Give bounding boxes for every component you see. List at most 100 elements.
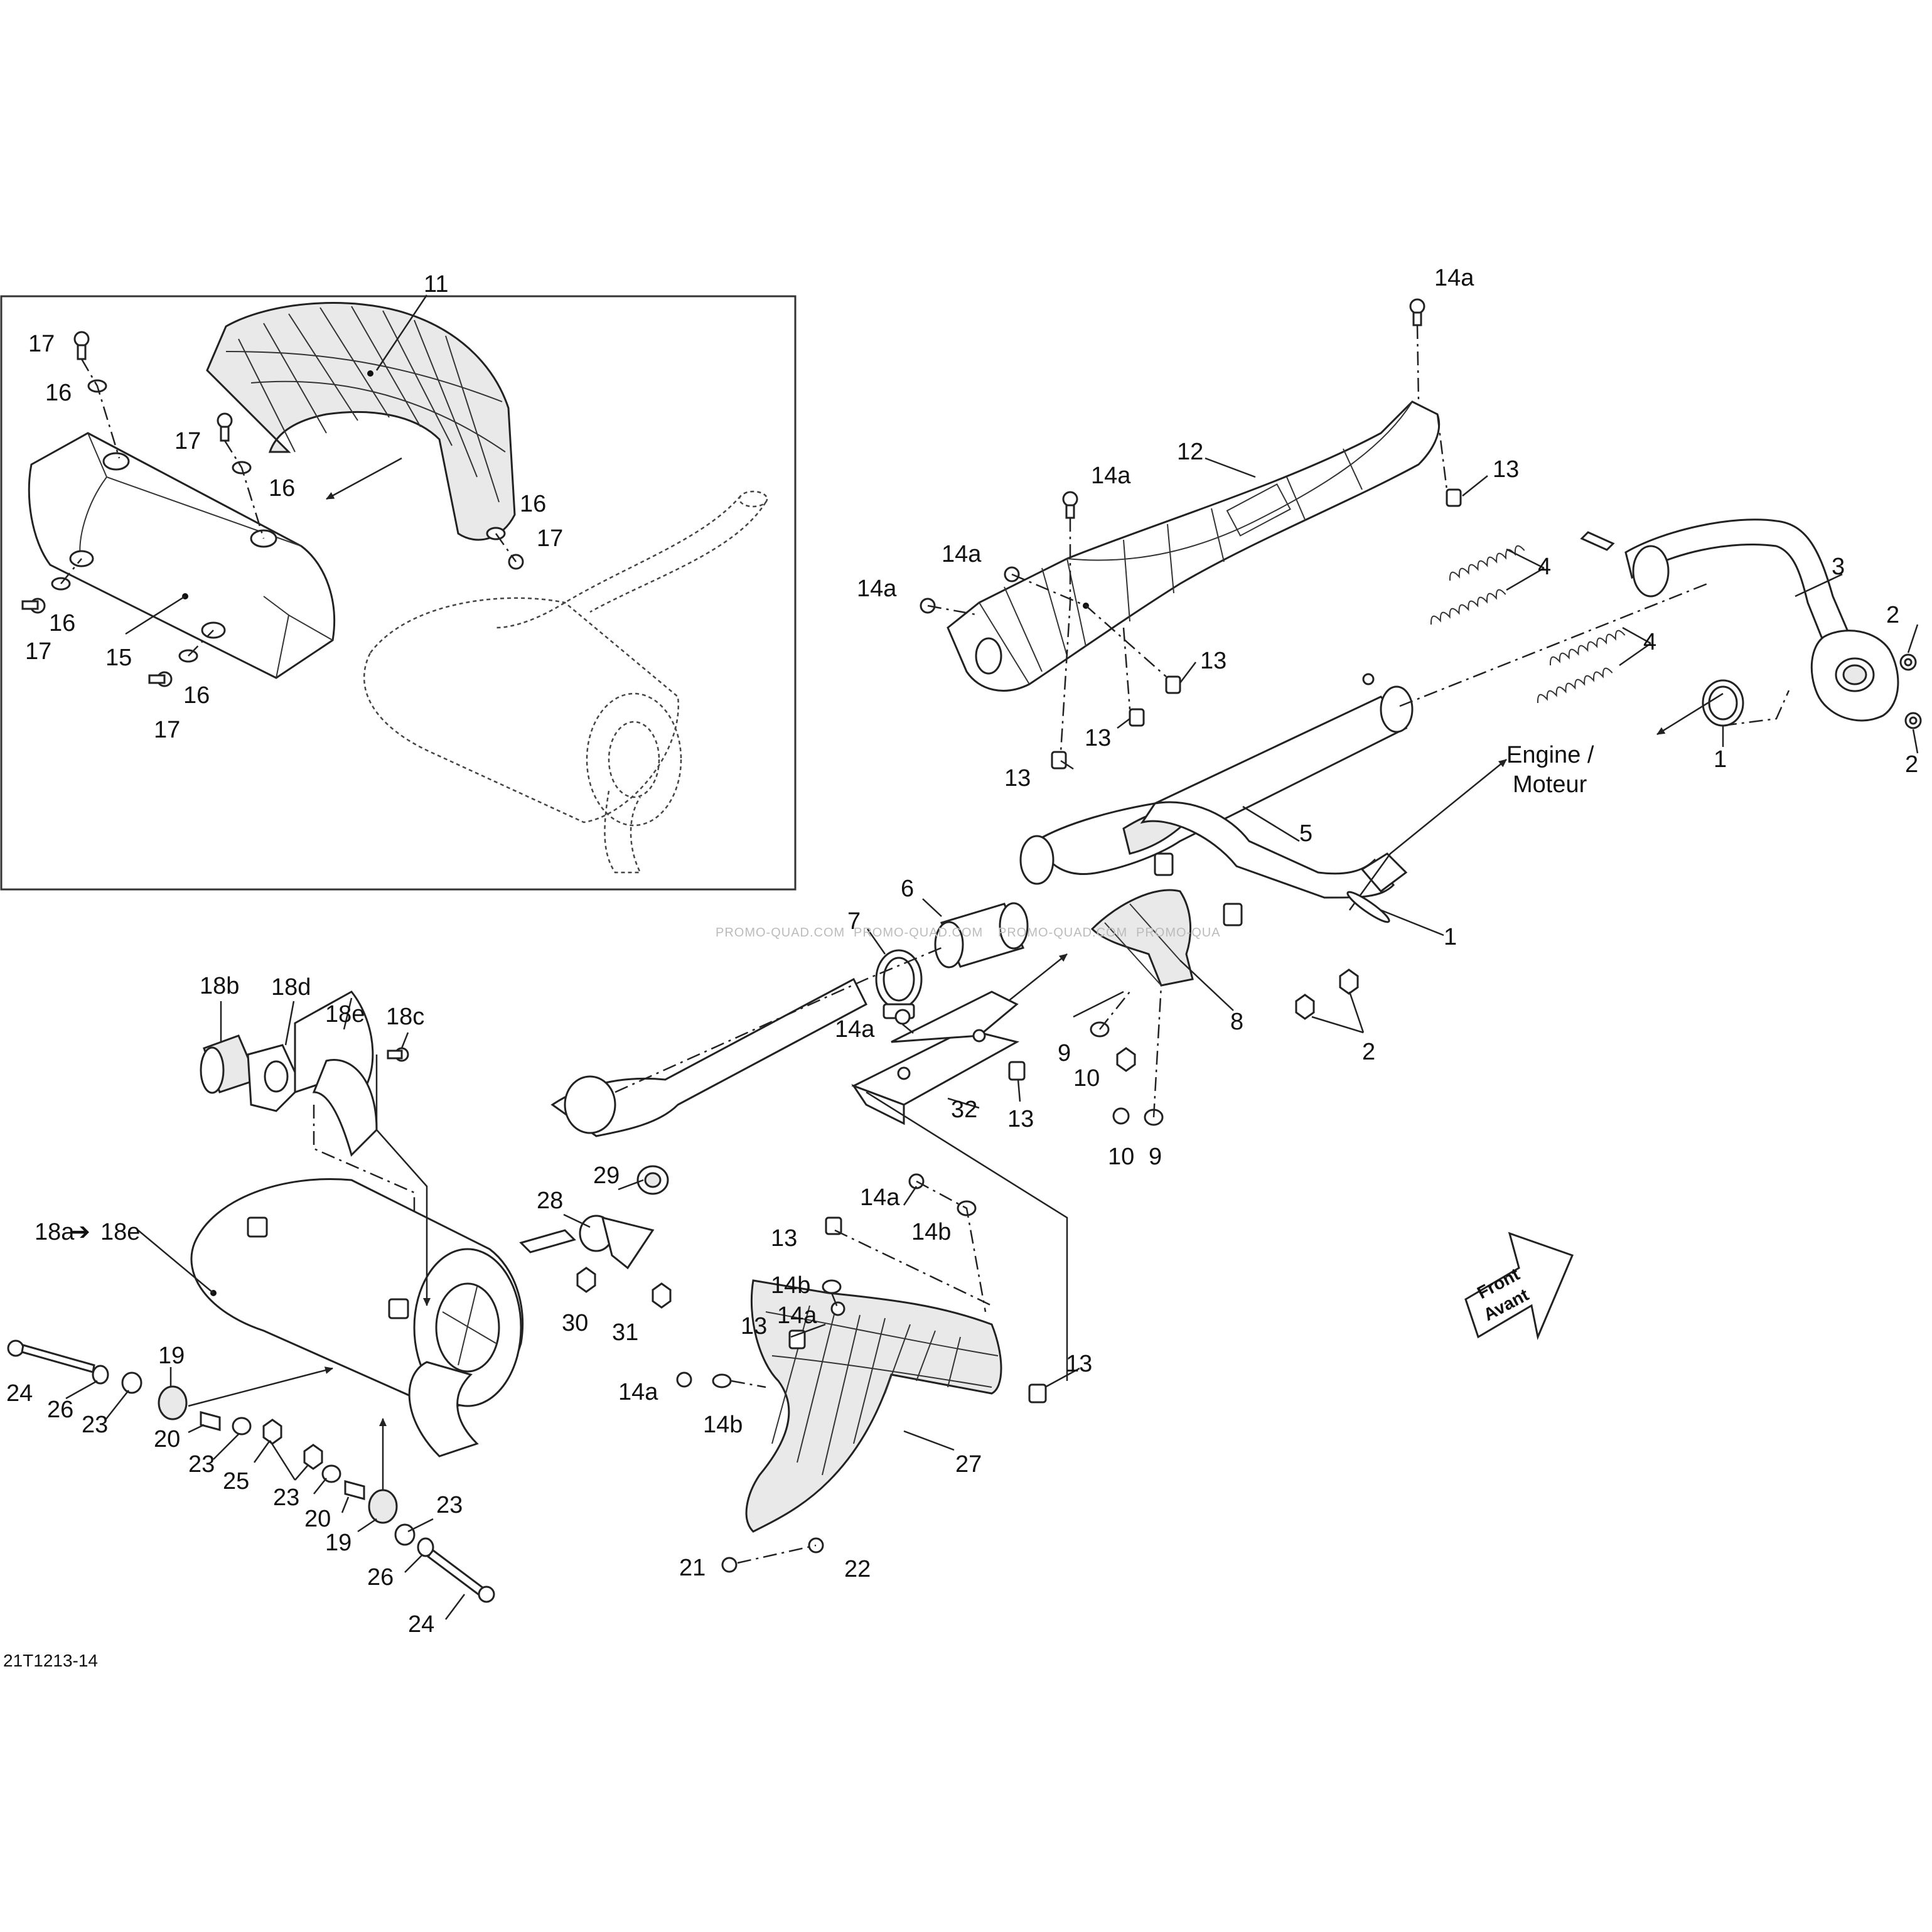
callout-17: 17 [154,717,180,743]
nuts-2-top [1899,624,1922,754]
callout-23: 23 [273,1484,299,1511]
callout-18d: 18d [271,974,311,1001]
callout-26: 26 [367,1564,394,1591]
mount-hardware [7,1339,495,1620]
callout-13: 13 [1066,1351,1092,1377]
diagram-code: 21T1213-14 [3,1651,98,1670]
sleeve-6 [922,898,1029,969]
callout-10: 10 [1073,1065,1100,1092]
callout-20: 20 [304,1506,331,1532]
callout-19: 19 [325,1530,352,1556]
callout-2: 2 [1886,602,1899,628]
callout-16: 16 [520,491,546,517]
callout-1: 1 [1714,746,1727,773]
callout-20: 20 [154,1426,180,1452]
callout-9: 9 [1149,1144,1162,1170]
callout-27: 27 [955,1451,982,1478]
callout-1: 1 [1444,924,1457,950]
callout-23: 23 [436,1492,463,1518]
callout-8: 8 [1230,1009,1243,1035]
callout-9: 9 [1058,1040,1071,1066]
heat-shield-11 [206,302,516,541]
callout-14a: 14a [942,541,982,567]
callout-18b: 18b [200,973,239,999]
muffler-cover-15 [28,432,335,679]
callout-13: 13 [1007,1106,1034,1132]
header-pipe-3 [1580,518,1899,722]
callout-14a: 14a [860,1184,900,1211]
range-arrow: ➔ [70,1219,90,1245]
inset-ghost-muffler [363,490,768,874]
springs-4 [1430,545,1651,704]
clamp-7 [866,928,923,1019]
callout-2: 2 [1362,1039,1375,1065]
callout-17: 17 [537,525,563,552]
callout-17: 17 [25,638,51,665]
callout-26: 26 [47,1397,73,1423]
callout-4: 4 [1643,629,1656,655]
callout-24: 24 [408,1611,434,1638]
callout-16: 16 [45,380,72,406]
callout-18e: 18e [325,1001,365,1028]
callout-2: 2 [1905,751,1918,778]
heat-shield-12-fasteners [920,298,1488,770]
watermark: PROMO-QUAD.COM [716,926,845,940]
callout-14b: 14b [703,1412,743,1438]
callout-14a: 14a [777,1302,817,1329]
gasket-1-top [1656,679,1790,747]
callout-13: 13 [1085,725,1111,751]
callout-13: 13 [741,1313,767,1339]
callout-22: 22 [844,1556,871,1582]
callout-range-start: 18a [35,1219,75,1245]
watermark: PROMO-QUAD.COM [854,926,983,940]
callout-23: 23 [82,1412,108,1438]
bracket-32 [851,990,1068,1381]
watermark: PROMO-QUA [1136,926,1221,940]
callout-12: 12 [1177,439,1203,465]
callout-14a: 14a [857,576,897,602]
front-direction-arrow: Front Avant [1464,1232,1574,1341]
hanger-28-31 [563,1165,672,1309]
label-engine: Engine / [1506,742,1594,768]
label-moteur: Moteur [1513,771,1587,798]
callout-29: 29 [593,1162,620,1189]
callout-21: 21 [679,1555,706,1581]
nuts-2-lower [1295,969,1365,1034]
callout-11: 11 [424,271,448,298]
callout-19: 19 [158,1343,185,1369]
callout-17: 17 [174,428,201,454]
callout-16: 16 [183,682,210,709]
muffler-18a [137,947,942,1506]
callout-10: 10 [1108,1144,1134,1170]
callout-14a: 14a [1434,265,1474,291]
callout-24: 24 [6,1380,33,1407]
callout-31: 31 [612,1319,638,1346]
callout-23: 23 [188,1451,215,1478]
watermark: PROMO-QUAD.COM [998,926,1127,940]
inset-screws [21,331,524,687]
callout-14b: 14b [911,1219,951,1245]
callout-4: 4 [1538,554,1551,580]
callout-13: 13 [1493,456,1519,483]
callout-14a: 14a [1091,463,1131,489]
mid-pipe-5 [1019,673,1414,926]
callout-13: 13 [1200,648,1226,674]
callout-range-end: 18e [100,1219,140,1245]
callout-3: 3 [1832,554,1845,580]
callout-18c: 18c [386,1004,424,1030]
callout-13: 13 [771,1225,797,1252]
heat-shield-27 [745,1279,1002,1533]
heat-shield-12 [947,400,1441,692]
callout-15: 15 [105,645,132,671]
gasket-1-lower [1346,891,1444,936]
inset-detail-box: 11 17 16 17 16 16 17 16 17 15 16 17 [0,271,797,891]
callout-14a: 14a [618,1379,658,1405]
heat-shield-27-fasteners [676,1173,1080,1573]
callout-14a: 14a [835,1016,875,1043]
callout-14b: 14b [771,1272,810,1299]
callout-16: 16 [49,610,75,636]
muffler-parts-18 [200,990,416,1318]
heat-shield-8 [1090,889,1234,1011]
callout-32: 32 [951,1097,977,1123]
